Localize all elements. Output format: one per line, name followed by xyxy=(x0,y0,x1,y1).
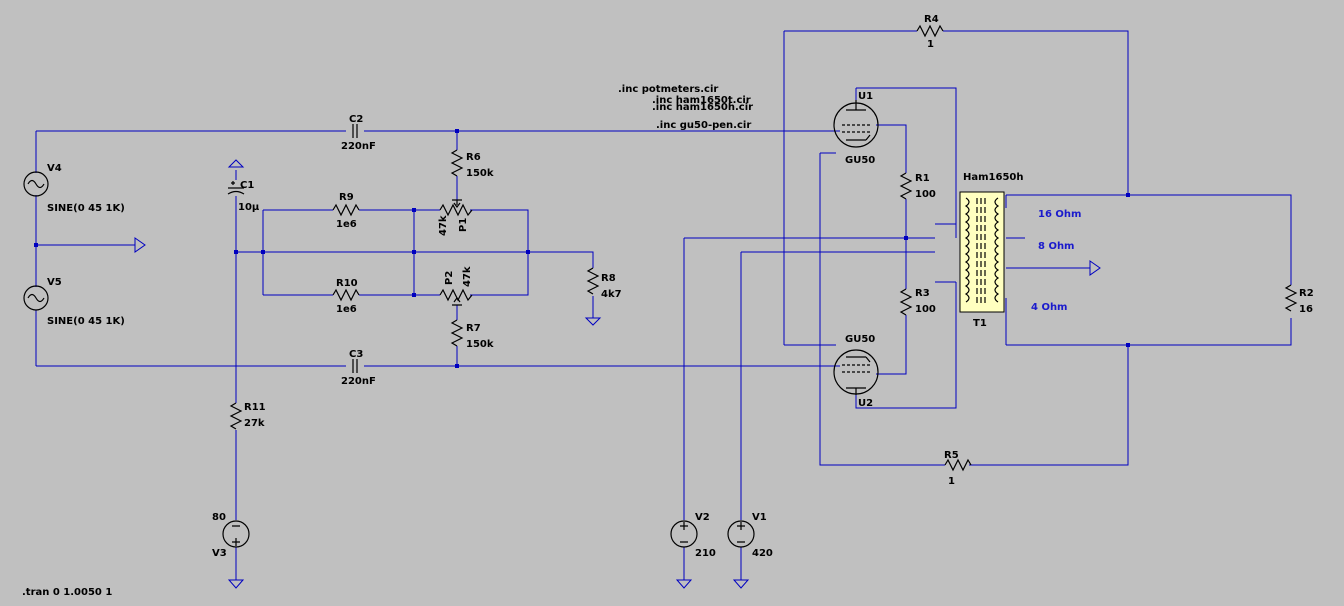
label-R11-value: 27k xyxy=(244,418,265,429)
label-C3-name: C3 xyxy=(349,349,363,360)
label-V4-value: SINE(0 45 1K) xyxy=(47,203,125,214)
directive-tran: .tran 0 1.0050 1 xyxy=(22,587,112,598)
source-V1[interactable] xyxy=(727,520,755,548)
label-R5-value: 1 xyxy=(948,476,955,487)
resistor-R5[interactable] xyxy=(944,458,972,472)
directive-inc-potmeters: .inc potmeters.cir xyxy=(618,84,718,95)
tube-U2[interactable] xyxy=(833,349,879,395)
label-R9-name: R9 xyxy=(339,192,354,203)
label-U2-name: U2 xyxy=(858,398,873,409)
label-R2-name: R2 xyxy=(1299,288,1314,299)
resistor-R6[interactable] xyxy=(450,149,464,177)
label-P1-value: 47k xyxy=(438,215,449,236)
label-V2-name: V2 xyxy=(695,512,710,523)
label-R7-value: 150k xyxy=(466,339,494,350)
resistor-R7[interactable] xyxy=(450,319,464,347)
directive-inc-ham-h: .inc ham1650h.cir xyxy=(652,102,753,113)
potentiometer-P2[interactable] xyxy=(439,288,473,306)
tap-8-ohm: 8 Ohm xyxy=(1038,241,1074,252)
label-R5-name: R5 xyxy=(944,450,959,461)
directive-inc-ham-t: .inc ham1650t.cir xyxy=(652,95,751,106)
resistor-R11[interactable] xyxy=(229,402,243,430)
label-R6-value: 150k xyxy=(466,168,494,179)
source-V3[interactable] xyxy=(222,520,250,548)
resistor-R1[interactable] xyxy=(899,172,913,200)
capacitor-C2[interactable] xyxy=(352,124,358,138)
resistor-R4[interactable] xyxy=(916,24,944,38)
label-R10-value: 1e6 xyxy=(336,304,357,315)
label-R8-name: R8 xyxy=(601,273,616,284)
label-R10-name: R10 xyxy=(336,278,358,289)
label-R4-name: R4 xyxy=(924,14,939,25)
resistor-R2[interactable] xyxy=(1284,284,1298,312)
label-V2-value: 210 xyxy=(695,548,716,559)
capacitor-C1[interactable] xyxy=(227,181,245,195)
source-V2[interactable] xyxy=(670,520,698,548)
transformer-T1[interactable] xyxy=(959,191,1005,313)
ground-symbols xyxy=(227,159,750,589)
tap-4-ohm: 4 Ohm xyxy=(1031,302,1067,313)
label-C2-value: 220nF xyxy=(341,141,376,152)
label-R3-value: 100 xyxy=(915,304,936,315)
label-T1-value: Ham1650h xyxy=(963,172,1024,183)
potentiometer-P1[interactable] xyxy=(439,199,473,217)
resistor-R10[interactable] xyxy=(332,288,360,302)
label-V3-value: 80 xyxy=(212,512,226,523)
label-U2-value: GU50 xyxy=(845,334,875,345)
component-labels: V4 SINE(0 45 1K) V5 SINE(0 45 1K) C1 10µ… xyxy=(47,14,1314,559)
label-V5-value: SINE(0 45 1K) xyxy=(47,316,125,327)
label-R9-value: 1e6 xyxy=(336,219,357,230)
label-P2-name: P2 xyxy=(444,271,455,285)
directive-labels: .inc potmeters.cir .inc ham1650t.cir .in… xyxy=(22,84,753,598)
capacitor-C3[interactable] xyxy=(352,359,358,373)
resistor-R3[interactable] xyxy=(899,288,913,316)
label-C3-value: 220nF xyxy=(341,376,376,387)
label-R6-name: R6 xyxy=(466,152,481,163)
label-T1-name: T1 xyxy=(973,318,987,329)
source-V4[interactable] xyxy=(23,171,49,197)
output-arrow-input xyxy=(134,237,146,253)
directive-inc-gu50: .inc gu50-pen.cir xyxy=(656,120,751,131)
label-R8-value: 4k7 xyxy=(601,289,622,300)
label-V4-name: V4 xyxy=(47,163,62,174)
source-V5[interactable] xyxy=(23,285,49,311)
output-arrow-speaker xyxy=(1089,260,1101,276)
label-R1-value: 100 xyxy=(915,189,936,200)
resistor-R9[interactable] xyxy=(332,203,360,217)
label-P2-value: 47k xyxy=(462,266,473,287)
tap-16-ohm: 16 Ohm xyxy=(1038,209,1081,220)
label-R4-value: 1 xyxy=(927,39,934,50)
tap-labels: 16 Ohm 8 Ohm 4 Ohm xyxy=(1031,209,1081,313)
label-R3-name: R3 xyxy=(915,288,930,299)
label-U1-name: U1 xyxy=(858,91,873,102)
label-V1-name: V1 xyxy=(752,512,767,523)
label-V5-name: V5 xyxy=(47,277,62,288)
junction-dots xyxy=(34,129,1130,368)
label-C1-value: 10µ xyxy=(238,202,260,213)
label-R2-value: 16 xyxy=(1299,304,1313,315)
label-V1-value: 420 xyxy=(752,548,773,559)
label-V3-name: V3 xyxy=(212,548,227,559)
label-R11-name: R11 xyxy=(244,402,266,413)
label-R1-name: R1 xyxy=(915,173,930,184)
label-U1-value: GU50 xyxy=(845,155,875,166)
label-R7-name: R7 xyxy=(466,323,481,334)
resistor-R8[interactable] xyxy=(586,267,600,295)
label-P1-name: P1 xyxy=(458,218,469,232)
label-C2-name: C2 xyxy=(349,114,363,125)
tube-U1[interactable] xyxy=(833,100,879,148)
wires xyxy=(35,30,1292,580)
label-C1-name: C1 xyxy=(240,180,254,191)
